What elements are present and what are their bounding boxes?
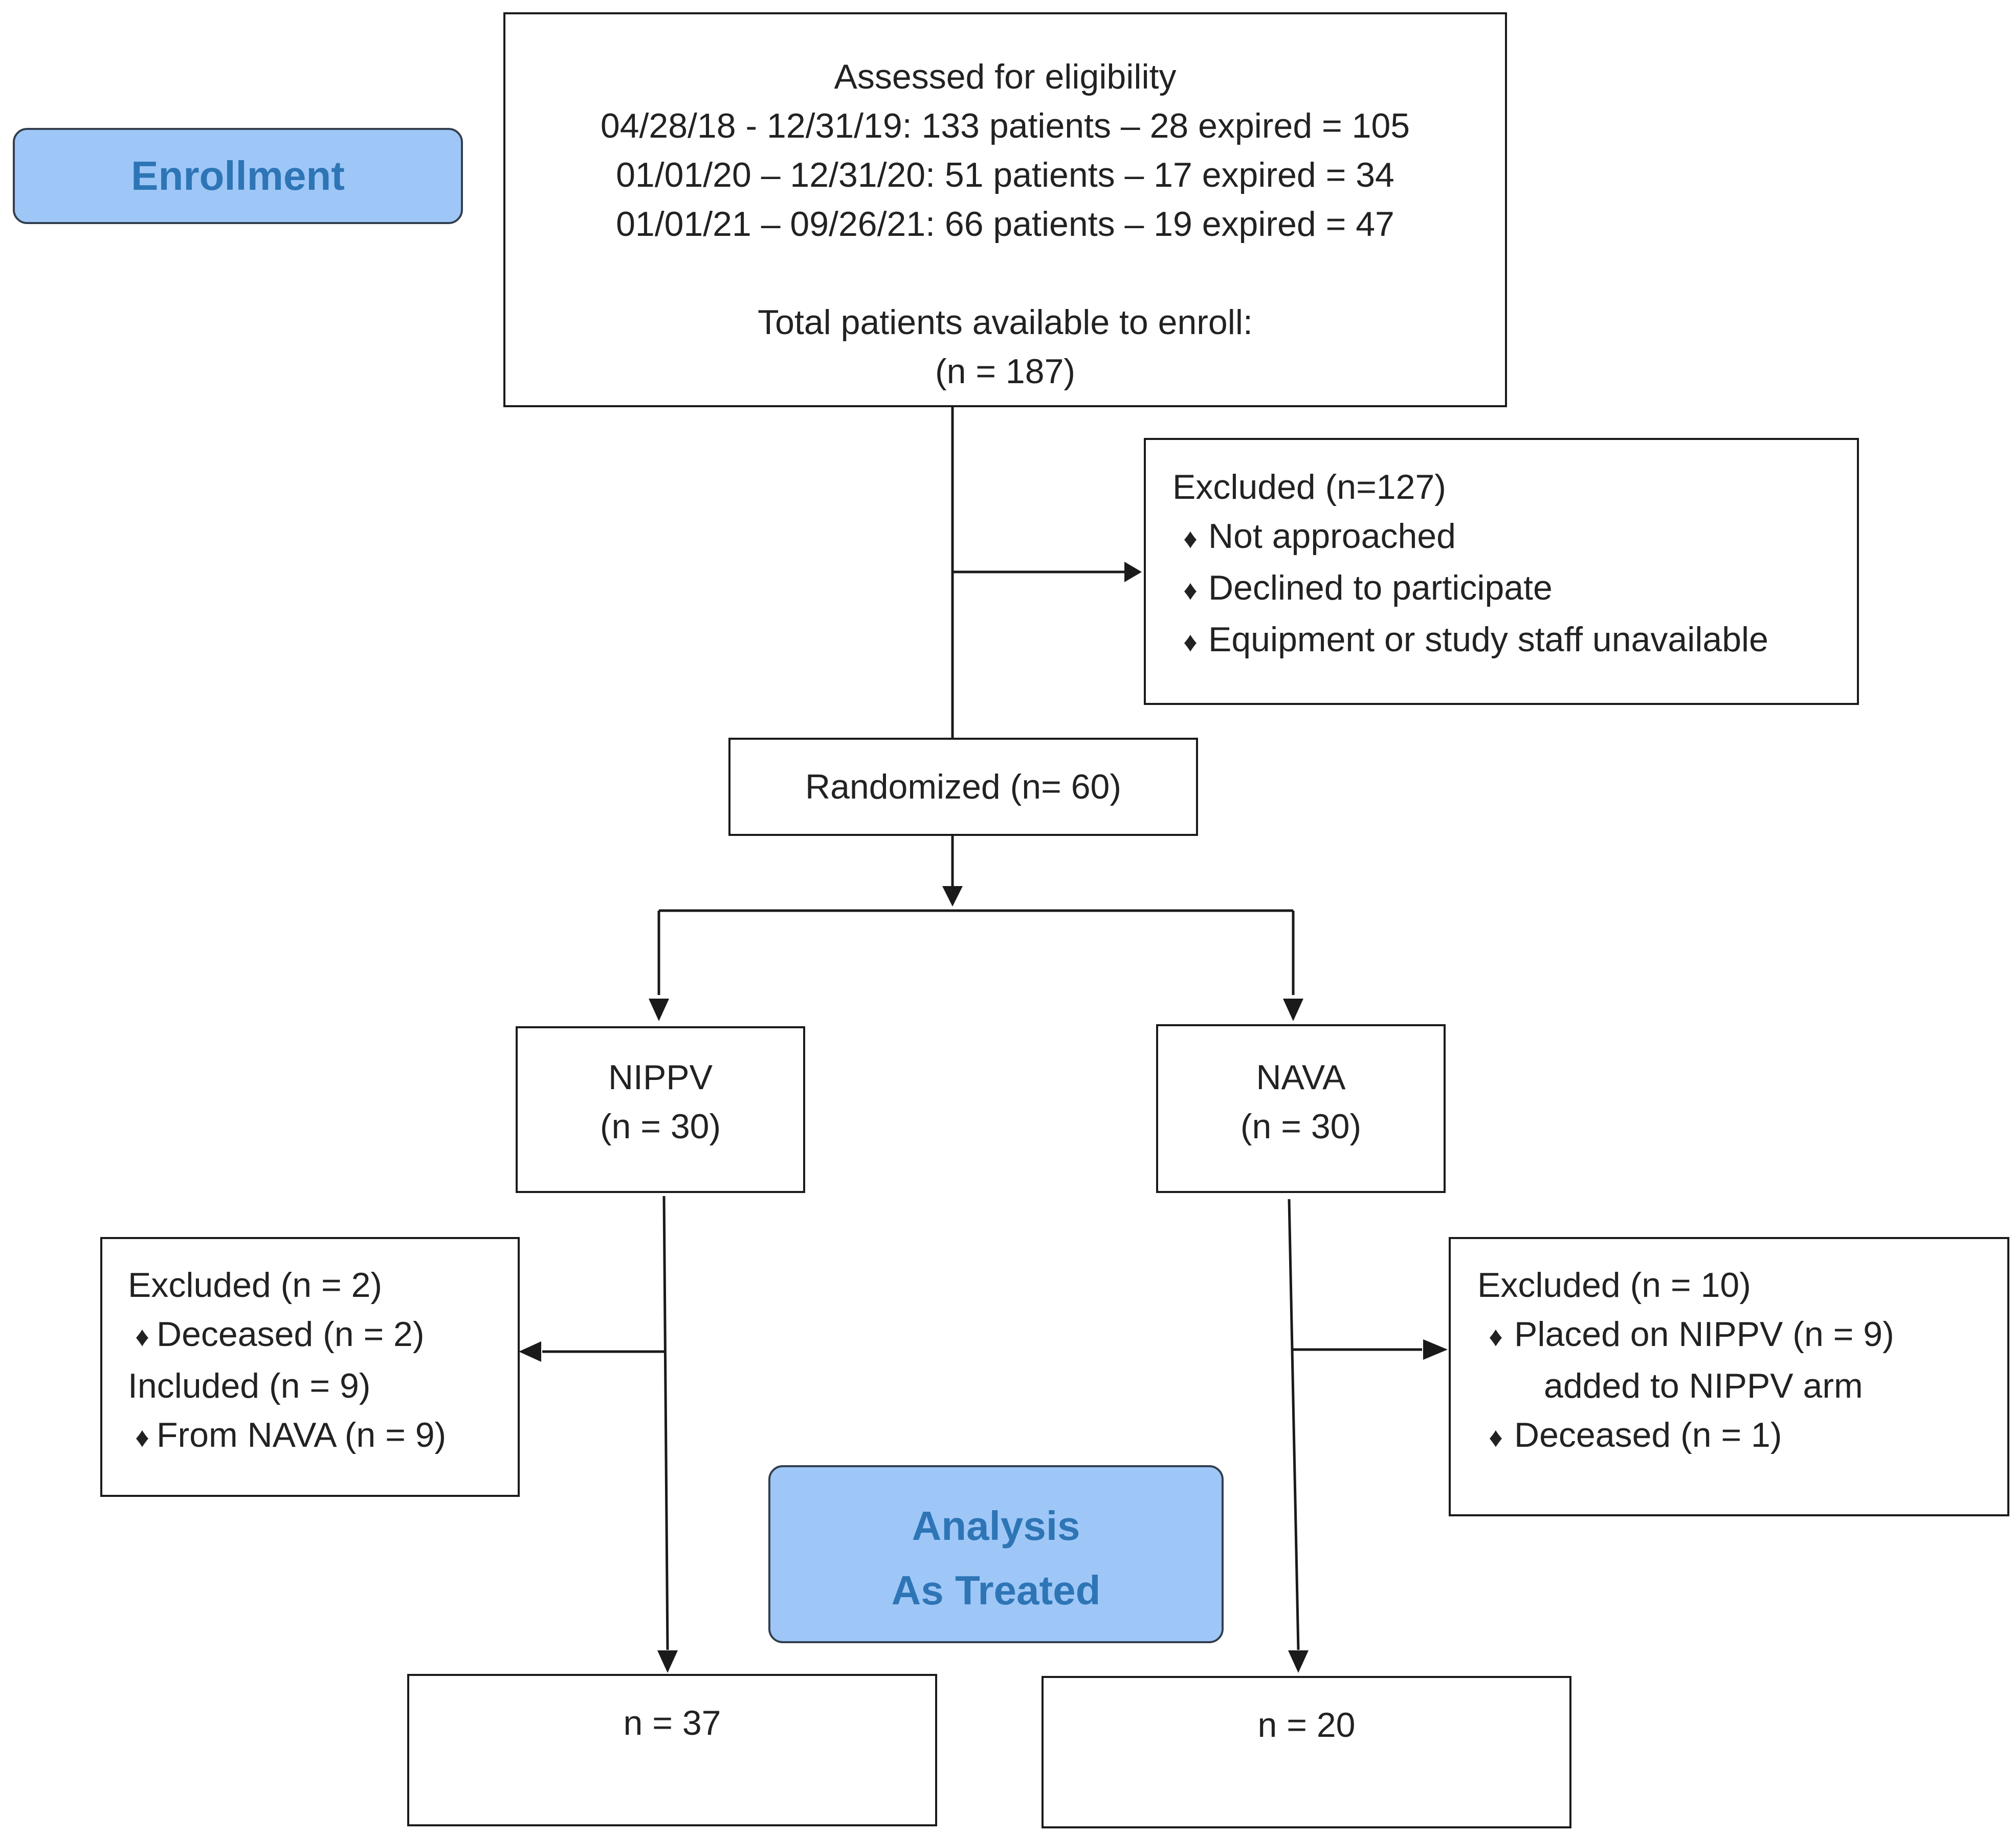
nava-name: NAVA bbox=[1256, 1058, 1346, 1097]
nippv-box: NIPPV (n = 30) bbox=[516, 1026, 805, 1193]
diamond-bullet-icon: ♦ bbox=[1183, 575, 1198, 606]
arrow-to-final-nava bbox=[1288, 1650, 1309, 1673]
enrollment-label-text: Enrollment bbox=[131, 153, 345, 198]
nava-adjust-box: Excluded (n = 10) ♦ Placed on NIPPV (n = … bbox=[1449, 1237, 2009, 1516]
arrow-to-nava bbox=[1283, 999, 1303, 1021]
randomized-box: Randomized (n= 60) bbox=[728, 738, 1198, 836]
final-nippv-box: n = 37 bbox=[407, 1674, 937, 1826]
nava-excluded-item-text: Placed on NIPPV (n = 9) bbox=[1514, 1315, 1894, 1354]
eligibility-period-2: 01/01/20 – 12/31/20: 51 patients – 17 ex… bbox=[616, 156, 1394, 194]
excluded-main-item: ♦ Equipment or study staff unavailable bbox=[1172, 615, 1857, 667]
nippv-down-line bbox=[662, 1196, 669, 1650]
eligibility-period-3: 01/01/21 – 09/26/21: 66 patients – 19 ex… bbox=[616, 205, 1394, 244]
nippv-included-item: ♦ From NAVA (n = 9) bbox=[128, 1410, 518, 1462]
final-nava-box: n = 20 bbox=[1042, 1676, 1571, 1828]
excluded-item-text: Not approached bbox=[1208, 517, 1456, 556]
nippv-adjust-box: Excluded (n = 2) ♦ Deceased (n = 2) Inclu… bbox=[100, 1237, 520, 1497]
diamond-bullet-icon: ♦ bbox=[1489, 1422, 1503, 1453]
nippv-count: (n = 30) bbox=[600, 1107, 721, 1146]
nava-deceased-item-text: Deceased (n = 1) bbox=[1514, 1416, 1782, 1454]
diamond-bullet-icon: ♦ bbox=[1489, 1321, 1503, 1352]
arrow-to-nippv bbox=[649, 999, 669, 1021]
analysis-label-line-1: Analysis bbox=[912, 1503, 1080, 1549]
nava-excluded-item-continued-text: added to NIPPV arm bbox=[1544, 1366, 1863, 1405]
diamond-bullet-icon: ♦ bbox=[135, 1321, 149, 1352]
arrow-to-split bbox=[942, 886, 963, 907]
analysis-label: Analysis As Treated bbox=[768, 1465, 1224, 1643]
excluded-main-box: Excluded (n=127) ♦ Not approached ♦ Declin… bbox=[1144, 438, 1859, 705]
nippv-included-item-text: From NAVA (n = 9) bbox=[157, 1416, 447, 1454]
nippv-name: NIPPV bbox=[608, 1058, 713, 1097]
nava-excluded-item-continued: added to NIPPV arm bbox=[1477, 1361, 2007, 1410]
final-nava-count: n = 20 bbox=[1257, 1706, 1356, 1744]
final-nippv-count: n = 37 bbox=[623, 1704, 721, 1742]
enrollment-label: Enrollment bbox=[13, 128, 463, 224]
nippv-excluded-item: ♦ Deceased (n = 2) bbox=[128, 1310, 518, 1361]
nava-deceased-item: ♦ Deceased (n = 1) bbox=[1477, 1410, 2007, 1462]
nava-down-line bbox=[1288, 1199, 1300, 1650]
analysis-label-line-2: As Treated bbox=[891, 1567, 1101, 1613]
diamond-bullet-icon: ♦ bbox=[1183, 627, 1198, 657]
nava-box: NAVA (n = 30) bbox=[1156, 1024, 1446, 1193]
nava-excluded-title: Excluded (n = 10) bbox=[1477, 1266, 1751, 1305]
arrow-to-excluded bbox=[1124, 562, 1142, 582]
excluded-main-item: ♦ Not approached bbox=[1172, 512, 1857, 563]
eligibility-box: Assessed for eligibility 04/28/18 - 12/3… bbox=[503, 12, 1507, 407]
excluded-main-item: ♦ Declined to participate bbox=[1172, 563, 1857, 615]
excluded-item-text: Declined to participate bbox=[1208, 568, 1553, 607]
arrow-to-final-nippv bbox=[657, 1650, 678, 1673]
nippv-excluded-item-text: Deceased (n = 2) bbox=[157, 1315, 425, 1354]
excluded-item-text: Equipment or study staff unavailable bbox=[1208, 620, 1768, 659]
eligibility-total-value: (n = 187) bbox=[935, 352, 1076, 391]
randomized-text: Randomized (n= 60) bbox=[805, 767, 1121, 806]
eligibility-period-1: 04/28/18 - 12/31/19: 133 patients – 28 e… bbox=[600, 106, 1410, 145]
nava-excluded-item: ♦ Placed on NIPPV (n = 9) bbox=[1477, 1310, 2007, 1361]
eligibility-total-label: Total patients available to enroll: bbox=[758, 303, 1253, 342]
diamond-bullet-icon: ♦ bbox=[135, 1422, 149, 1453]
nava-count: (n = 30) bbox=[1240, 1107, 1362, 1146]
arrow-to-nava-adjust bbox=[1423, 1339, 1448, 1360]
eligibility-title: Assessed for eligibility bbox=[834, 57, 1177, 96]
arrow-to-nippv-adjust bbox=[519, 1341, 541, 1362]
nippv-excluded-title: Excluded (n = 2) bbox=[128, 1266, 383, 1305]
excluded-main-title: Excluded (n=127) bbox=[1172, 468, 1446, 506]
nippv-included-title: Included (n = 9) bbox=[128, 1366, 371, 1405]
diamond-bullet-icon: ♦ bbox=[1183, 523, 1198, 554]
